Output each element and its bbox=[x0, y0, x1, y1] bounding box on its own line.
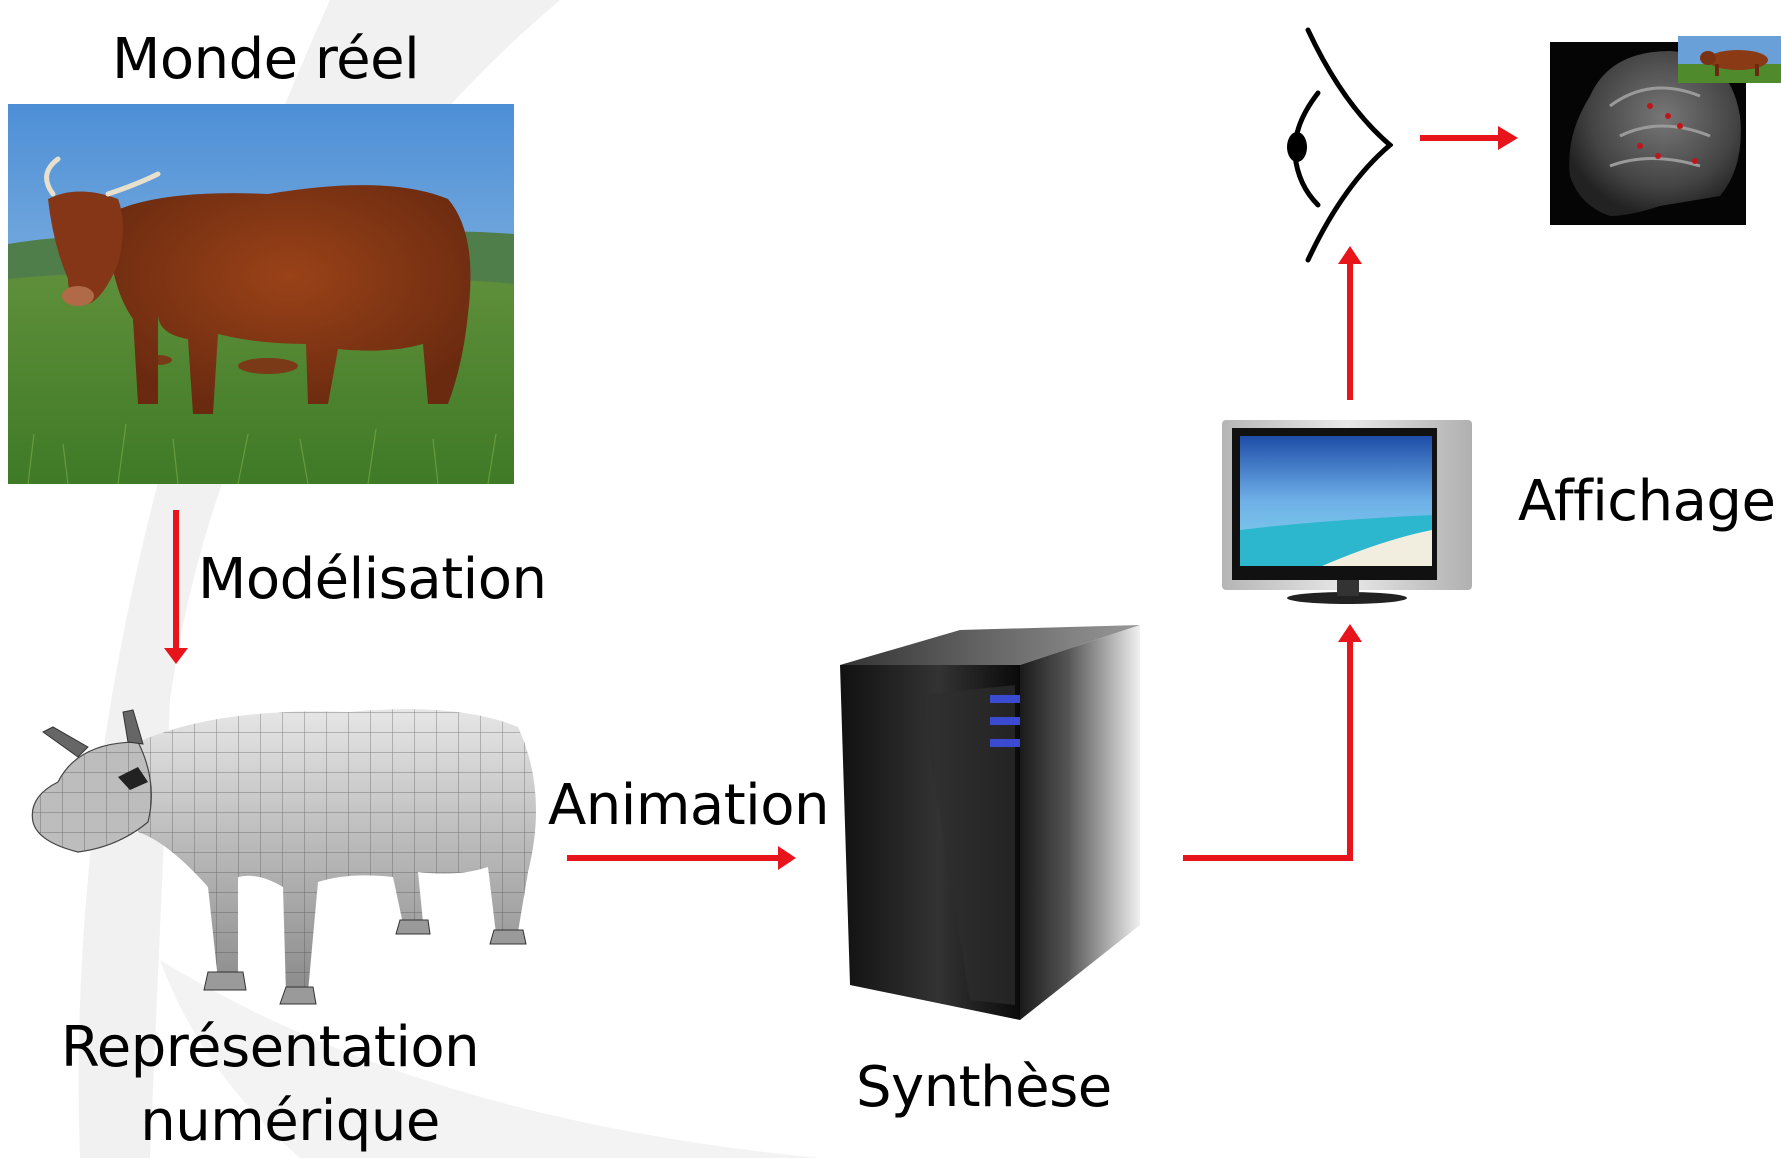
label-digital-representation: Représentation numérique bbox=[40, 1020, 500, 1150]
brain-mri-image bbox=[1550, 36, 1781, 225]
label-display: Affichage bbox=[1518, 469, 1776, 534]
wireframe-cow-model bbox=[31, 709, 536, 1005]
cow-photo bbox=[8, 104, 514, 484]
arrow-to-display bbox=[1183, 640, 1353, 861]
flat-screen-monitor bbox=[1222, 420, 1472, 604]
label-digital-representation-line2: numérique bbox=[140, 1089, 440, 1154]
label-animation: Animation bbox=[548, 773, 830, 838]
computer-tower bbox=[840, 625, 1140, 1020]
label-digital-representation-line1: Représentation bbox=[60, 1015, 480, 1080]
eye-icon bbox=[1287, 27, 1393, 263]
label-real-world: Monde réel bbox=[112, 27, 420, 92]
label-modeling: Modélisation bbox=[198, 547, 547, 612]
label-synthesis: Synthèse bbox=[856, 1055, 1112, 1120]
